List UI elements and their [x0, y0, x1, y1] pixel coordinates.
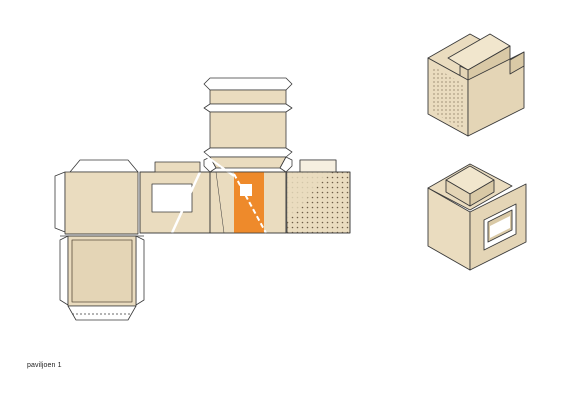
net-perforated-panel [286, 159, 351, 234]
isometric-perforated-cube [427, 33, 525, 137]
net-window-panel [139, 161, 211, 234]
net-left-panel [54, 159, 145, 321]
net-unfolded [54, 77, 351, 321]
net-orange-panel [205, 155, 287, 234]
net-top-strip [203, 77, 293, 173]
caption-label: paviljoen 1 [27, 362, 62, 369]
isometric-window-cube [427, 163, 527, 271]
